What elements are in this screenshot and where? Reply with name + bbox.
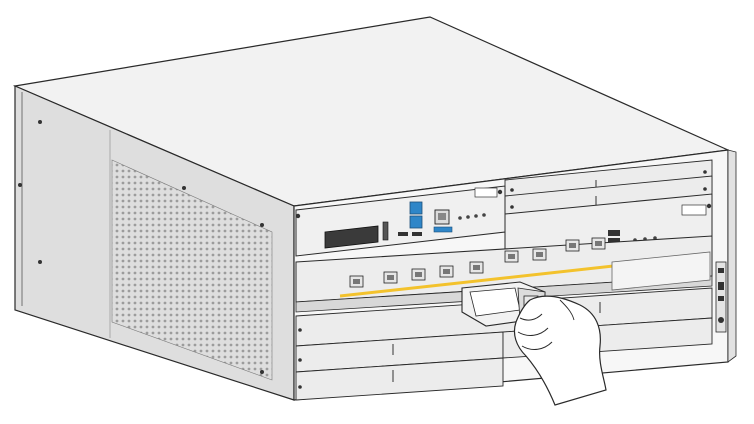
cf-card-slot — [324, 225, 379, 249]
power-ground-strip — [715, 261, 727, 333]
card-guide-rail — [339, 260, 651, 298]
mpu-panel — [295, 185, 506, 257]
empty-slot-opening — [611, 251, 711, 291]
mpu-leds — [458, 213, 486, 220]
hand-illustration — [513, 295, 607, 406]
side-screws — [18, 120, 264, 374]
filler-panel-lower-3 — [295, 357, 504, 401]
card-ports — [349, 237, 606, 288]
side-vent-grille — [111, 159, 273, 381]
mpu-ports — [398, 201, 453, 236]
